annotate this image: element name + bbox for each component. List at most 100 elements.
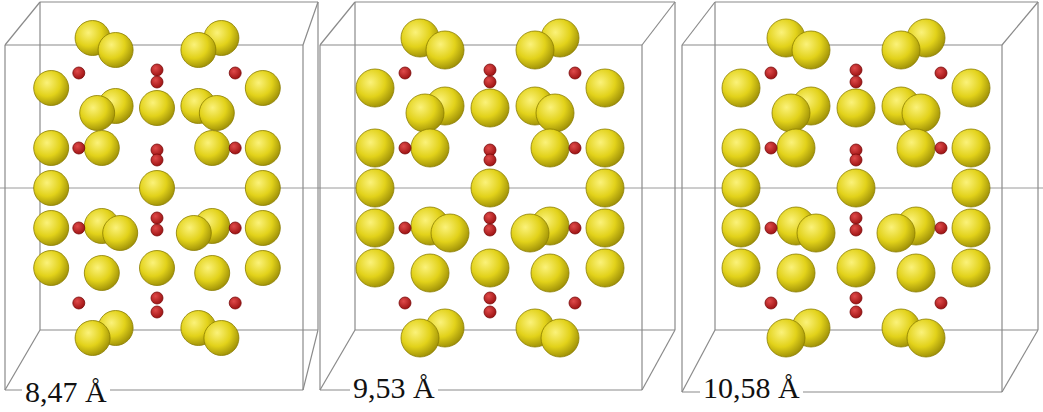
oxygen-atom	[765, 222, 777, 234]
oxygen-atom	[399, 222, 411, 234]
oxygen-atom	[765, 142, 777, 154]
oxygen-atom	[569, 222, 581, 234]
sulfur-isosurface	[471, 169, 509, 207]
cell-edge	[715, 1, 1038, 2]
oxygen-atom	[935, 67, 947, 79]
sulfur-isosurface	[772, 94, 810, 132]
sulfur-isosurface	[902, 94, 940, 132]
sulfur-isosurface	[471, 89, 509, 127]
oxygen-atom	[229, 142, 241, 154]
sulfur-isosurface	[541, 319, 579, 357]
cell-edge	[320, 2, 355, 45]
cell-size-label: 8,47 Å	[22, 376, 110, 408]
sulfur-isosurface	[84, 256, 119, 291]
cell-edge	[1001, 45, 1002, 392]
unit-cells	[5, 2, 1038, 392]
sulfur-isosurface	[431, 214, 469, 252]
sulfur-isosurface	[103, 216, 138, 251]
sulfur-isosurface	[199, 96, 234, 131]
sulfur-isosurface	[471, 249, 509, 287]
sulfur-isosurface	[586, 129, 624, 167]
oxygen-atom	[229, 67, 241, 79]
sulfur-isosurface	[80, 96, 115, 131]
sulfur-isosurface	[181, 33, 216, 68]
oxygen-atom	[151, 154, 163, 166]
oxygen-atom	[935, 222, 947, 234]
sulfur-isosurface	[356, 169, 394, 207]
sulfur-isosurface	[897, 129, 935, 167]
cell-edge	[1002, 330, 1038, 392]
cell-edge	[642, 330, 675, 390]
sulfur-isosurface	[777, 254, 815, 292]
sulfur-isosurface	[34, 251, 69, 286]
sulfur-isosurface	[877, 214, 915, 252]
oxygen-atom	[151, 76, 163, 88]
oxygen-atom	[399, 297, 411, 309]
oxygen-atom	[151, 306, 163, 318]
oxygen-atom	[850, 154, 862, 166]
sulfur-isosurface	[952, 169, 990, 207]
oxygen-atom	[569, 297, 581, 309]
sulfur-isosurface	[722, 69, 760, 107]
oxygen-atom	[229, 297, 241, 309]
cell-edge	[303, 330, 318, 390]
sulfur-isosurface	[722, 249, 760, 287]
sulfur-isosurface	[140, 91, 175, 126]
oxygen-atom	[151, 64, 163, 76]
oxygen-atom	[850, 212, 862, 224]
oxygen-atom	[484, 306, 496, 318]
sulfur-isosurface	[952, 129, 990, 167]
sulfur-isosurface	[586, 169, 624, 207]
oxygen-atom	[484, 292, 496, 304]
sulfur-isosurface	[952, 69, 990, 107]
sulfur-isosurface	[511, 214, 549, 252]
cell-edge	[317, 2, 318, 330]
cell-size-label: 10,58 Å	[700, 372, 803, 404]
sulfur-isosurface	[586, 69, 624, 107]
oxygen-atom	[484, 224, 496, 236]
sulfur-isosurface	[516, 31, 554, 69]
sulfur-isosurface	[722, 169, 760, 207]
unit-cell	[320, 2, 675, 390]
oxygen-atom	[484, 212, 496, 224]
cell-edge	[302, 45, 303, 390]
oxygen-atom	[850, 224, 862, 236]
sulfur-isosurface	[356, 129, 394, 167]
sulfur-isosurface	[356, 69, 394, 107]
oxygen-atom	[151, 212, 163, 224]
sulfur-isosurface	[837, 249, 875, 287]
cell-edge	[319, 45, 320, 390]
sulfur-isosurface	[245, 71, 280, 106]
cell-edge	[5, 44, 303, 45]
sulfur-isosurface	[245, 131, 280, 166]
sulfur-isosurface	[34, 71, 69, 106]
unit-cell	[5, 2, 318, 390]
oxygen-atom	[484, 154, 496, 166]
oxygen-atom	[484, 64, 496, 76]
sulfur-isosurface	[837, 89, 875, 127]
sulfur-isosurface	[356, 249, 394, 287]
cell-edge	[682, 2, 715, 45]
sulfur-isosurface	[426, 31, 464, 69]
sulfur-isosurface	[204, 321, 239, 356]
oxygen-atom	[765, 297, 777, 309]
sulfur-isosurface	[411, 254, 449, 292]
sulfur-isosurface	[34, 211, 69, 246]
sulfur-isosurface	[722, 129, 760, 167]
sulfur-isosurface	[401, 319, 439, 357]
oxygen-atom	[151, 292, 163, 304]
sulfur-isosurface	[84, 131, 119, 166]
cell-size-label: 9,53 Å	[350, 372, 438, 404]
oxygen-atom	[73, 222, 85, 234]
sulfur-isosurface	[586, 209, 624, 247]
sulfur-isosurface	[897, 254, 935, 292]
sulfur-isosurface	[140, 171, 175, 206]
cell-edge	[641, 45, 642, 390]
cell-edge	[40, 1, 318, 2]
sulfur-isosurface	[767, 319, 805, 357]
oxygen-atom	[399, 142, 411, 154]
sulfur-isosurface	[777, 129, 815, 167]
cell-edge	[4, 45, 5, 390]
oxygen-atom	[151, 224, 163, 236]
